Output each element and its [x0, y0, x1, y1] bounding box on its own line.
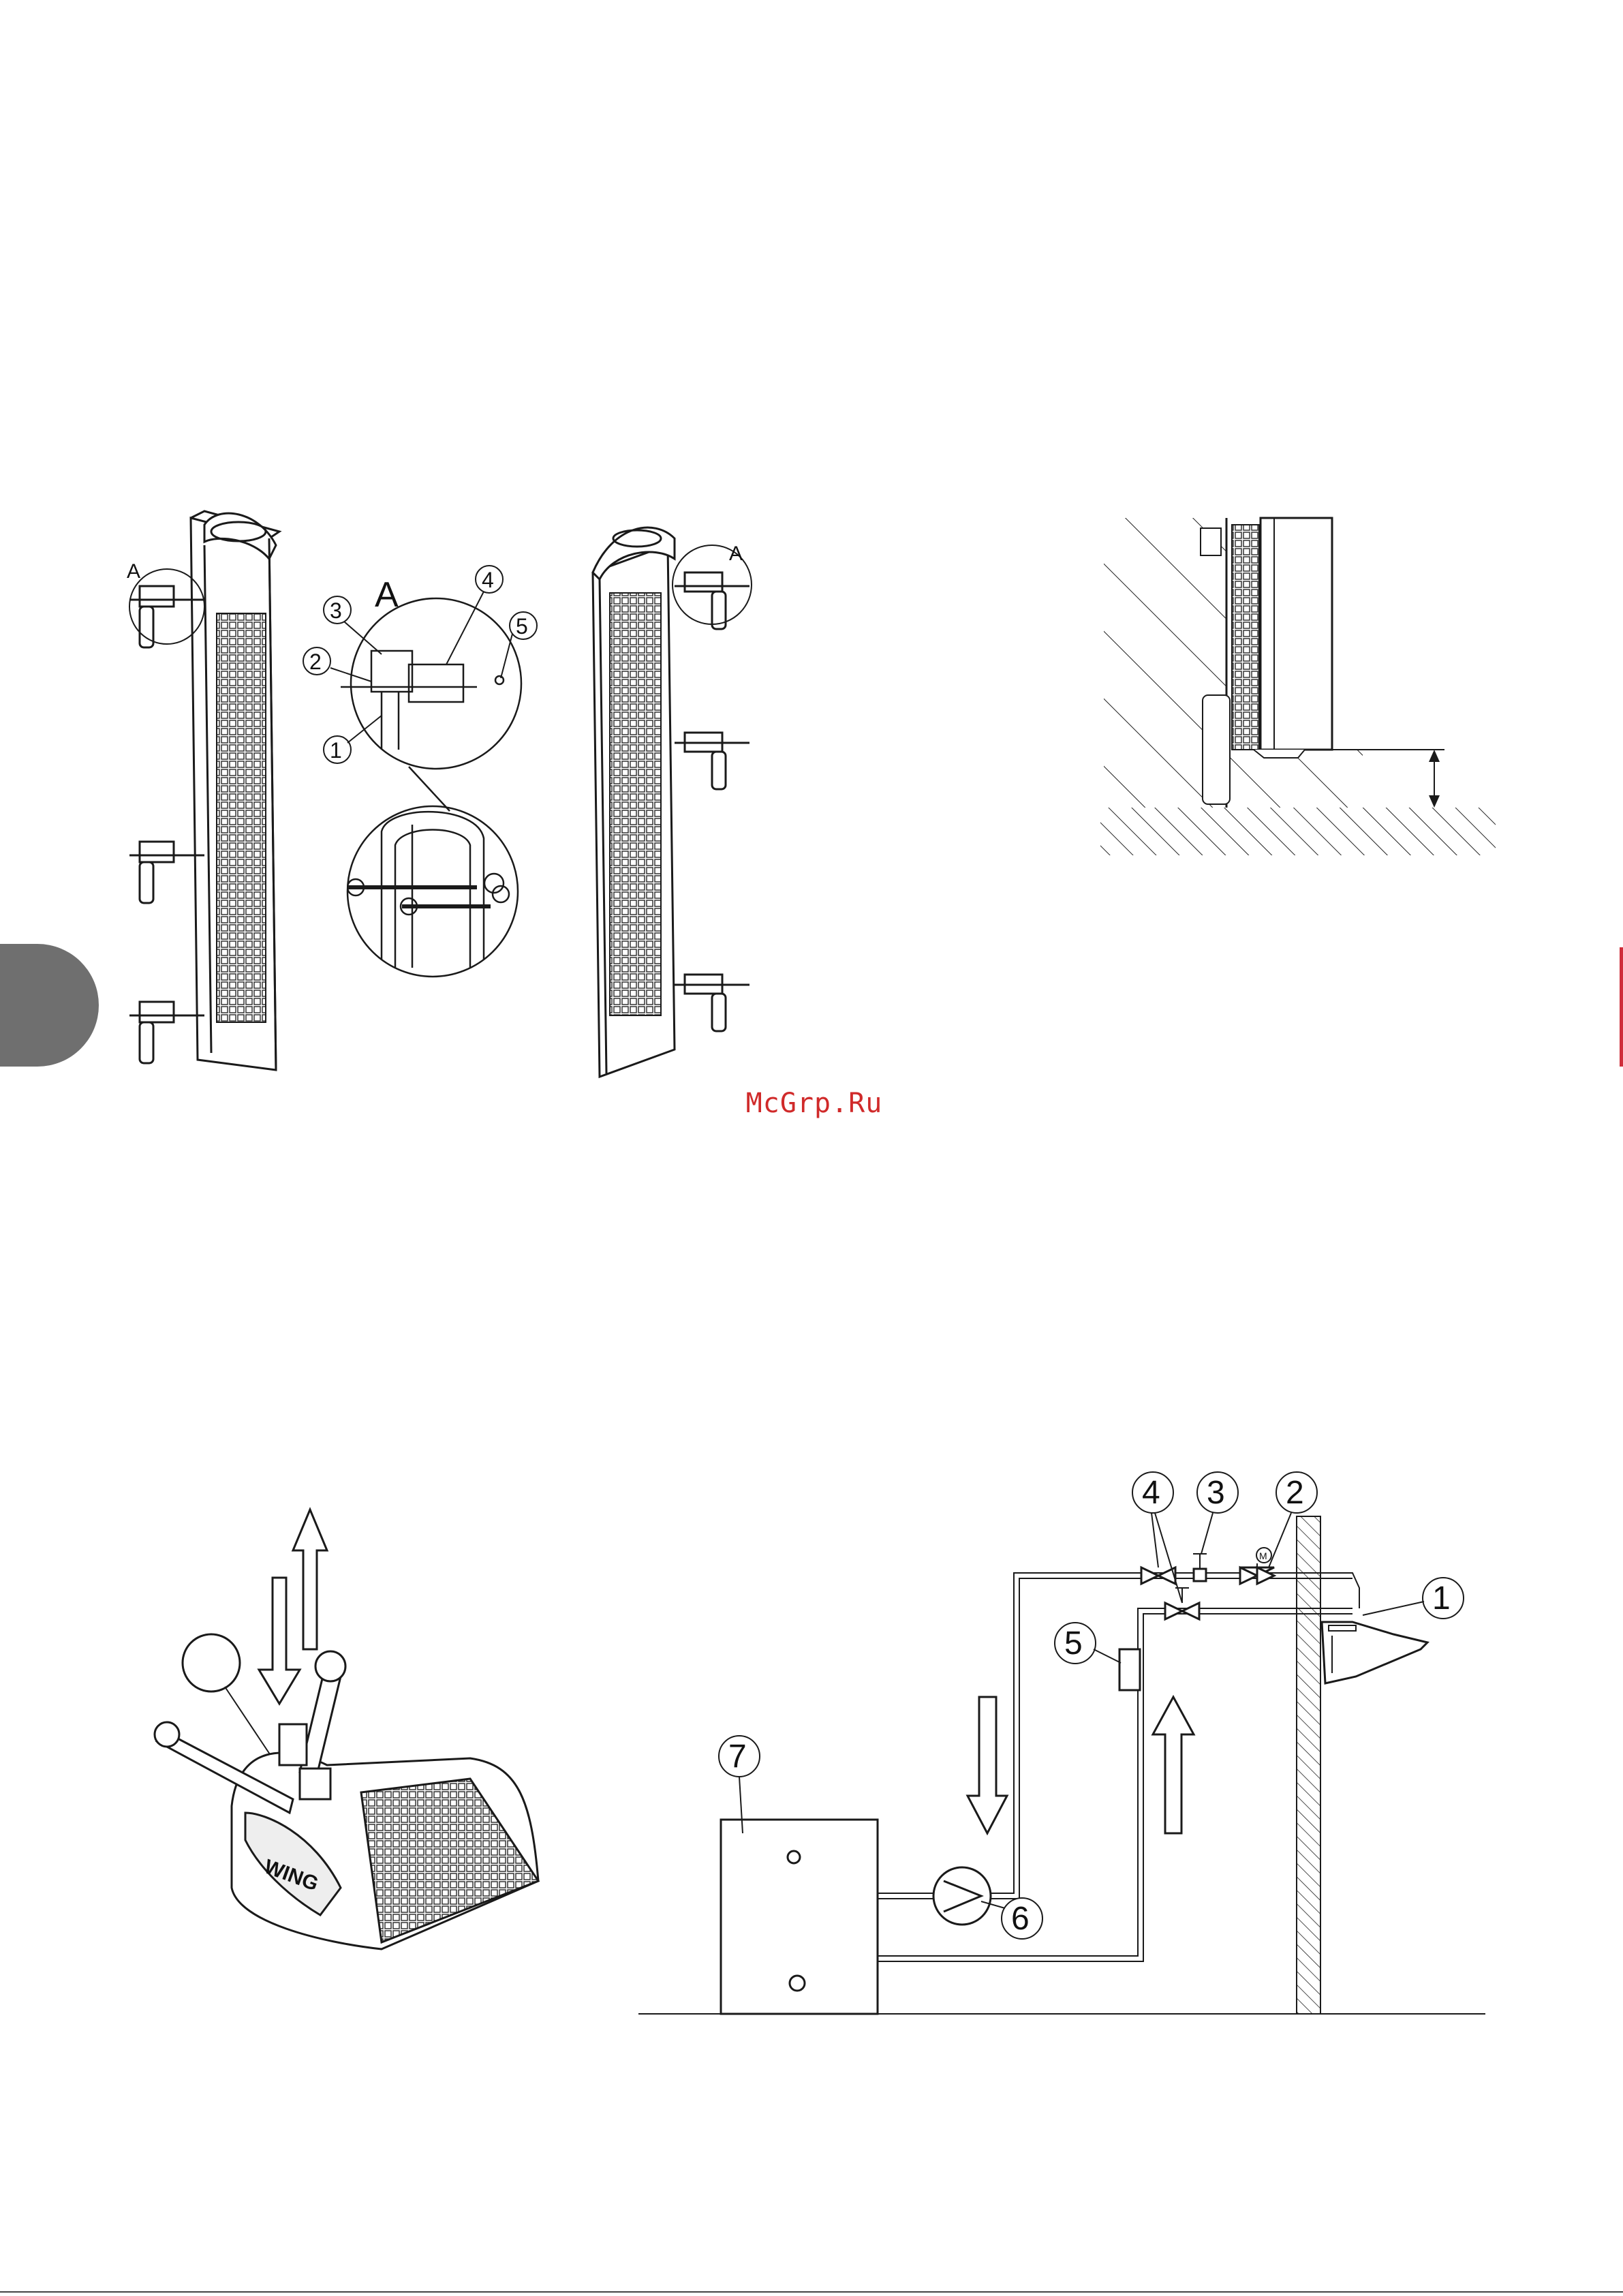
- hydraulic-callout-6: 6: [1011, 1901, 1030, 1937]
- detail-label-a-middle: A: [729, 542, 743, 565]
- callout-3: 3: [330, 598, 342, 623]
- hydraulic-callout-7: 7: [728, 1739, 747, 1775]
- hydraulic-diagram: [638, 1472, 1485, 2014]
- connection-wrench-figure: [155, 1510, 538, 1949]
- detail-a: [341, 598, 521, 811]
- watermark: McGrp.Ru: [736, 1088, 893, 1119]
- detail-a-title: A: [375, 575, 399, 615]
- unit-middle-view: [593, 527, 752, 1077]
- callout-1: 1: [330, 738, 342, 763]
- hydraulic-callout-1: 1: [1432, 1580, 1451, 1617]
- hydraulic-callout-2: 2: [1286, 1475, 1304, 1511]
- callout-5: 5: [516, 614, 528, 639]
- callout-4: 4: [482, 568, 494, 592]
- detail-label-a-left: A: [127, 560, 140, 583]
- callout-2: 2: [309, 649, 322, 674]
- floor-clearance-section: [1100, 518, 1496, 855]
- unit-left-view: [129, 511, 279, 1070]
- hydraulic-callout-5: 5: [1064, 1625, 1083, 1662]
- zoom-detail: [347, 806, 518, 988]
- hydraulic-callout-3: 3: [1207, 1475, 1225, 1511]
- motor-valve-symbol: M: [1259, 1550, 1267, 1561]
- hydraulic-callout-4: 4: [1142, 1475, 1160, 1511]
